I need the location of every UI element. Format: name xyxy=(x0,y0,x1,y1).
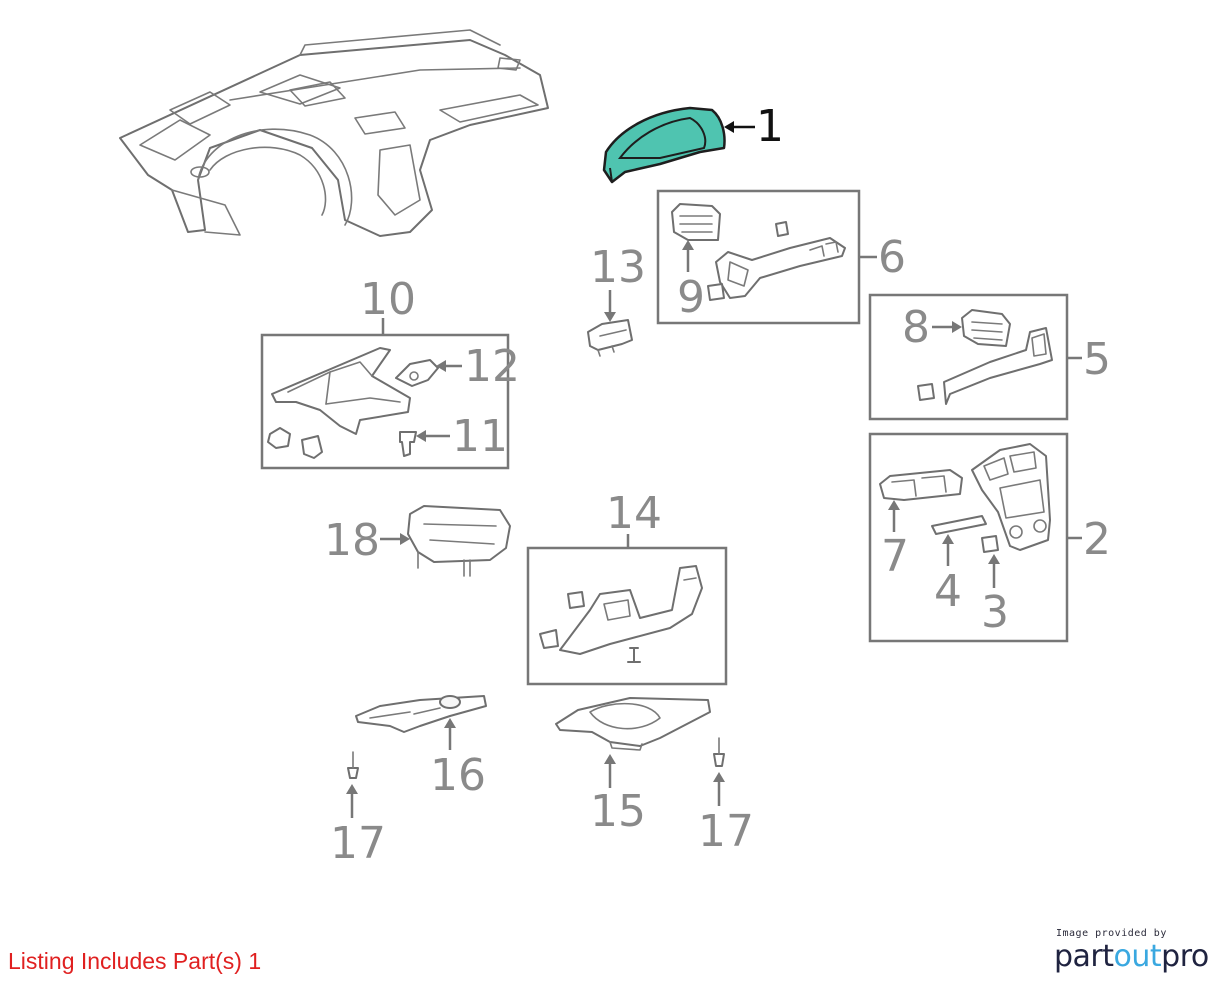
part-3[interactable] xyxy=(981,535,999,553)
callout-18[interactable]: 18 xyxy=(324,515,380,566)
part-5-trim[interactable] xyxy=(943,327,1053,405)
callout-10[interactable]: 10 xyxy=(360,274,416,325)
image-credit: Image provided by partoutpro xyxy=(1054,928,1214,975)
part-13[interactable] xyxy=(587,319,633,357)
nut xyxy=(267,427,291,449)
arrowhead xyxy=(416,430,426,442)
callout-1[interactable]: 1 xyxy=(756,101,784,152)
callout-8[interactable]: 8 xyxy=(902,302,930,353)
callout-2[interactable]: 2 xyxy=(1083,514,1111,565)
part-2-center-bezel[interactable] xyxy=(971,443,1051,551)
arrowhead xyxy=(942,534,954,544)
clip xyxy=(775,221,789,237)
logo-pro: pro xyxy=(1161,939,1209,974)
clip xyxy=(301,435,323,459)
listing-includes-note: Listing Includes Part(s) 1 xyxy=(8,948,262,974)
part-1-highlighted[interactable] xyxy=(602,106,726,184)
part-15[interactable] xyxy=(555,697,711,751)
part-12[interactable] xyxy=(395,359,439,387)
callout-4[interactable]: 4 xyxy=(934,566,962,617)
partoutpro-logo[interactable]: partoutpro xyxy=(1054,939,1214,975)
part-9[interactable] xyxy=(671,203,721,241)
part-14-knee-panel[interactable] xyxy=(559,565,703,655)
callout-17b[interactable]: 17 xyxy=(698,806,754,857)
callout-13[interactable]: 13 xyxy=(590,242,646,293)
part-17-right[interactable] xyxy=(713,737,725,767)
credit-caption: Image provided by xyxy=(1056,928,1167,939)
callout-9[interactable]: 9 xyxy=(677,272,705,323)
clip xyxy=(707,283,725,301)
callout-6[interactable]: 6 xyxy=(878,232,906,283)
arrowhead xyxy=(604,312,616,322)
clip xyxy=(539,629,559,649)
screw xyxy=(627,647,641,663)
arrowhead xyxy=(604,754,616,764)
callout-16[interactable]: 16 xyxy=(430,750,486,801)
arrowhead xyxy=(400,533,410,545)
callout-15[interactable]: 15 xyxy=(590,786,646,837)
arrowhead xyxy=(724,121,734,133)
part-7[interactable] xyxy=(879,469,963,501)
arrowhead xyxy=(436,360,446,372)
callout-7[interactable]: 7 xyxy=(881,531,909,582)
clip xyxy=(917,383,935,401)
clip xyxy=(567,591,585,609)
callout-17a[interactable]: 17 xyxy=(330,818,386,869)
logo-part: part xyxy=(1054,939,1114,974)
dashboard-assembly xyxy=(119,29,549,237)
logo-out: out xyxy=(1113,939,1162,974)
callout-5[interactable]: 5 xyxy=(1083,334,1111,385)
part-11[interactable] xyxy=(399,431,417,457)
part-16[interactable] xyxy=(355,695,487,733)
arrowhead xyxy=(988,554,1000,564)
arrowhead xyxy=(888,500,900,510)
part-4[interactable] xyxy=(931,515,987,535)
part-6-trim[interactable] xyxy=(715,237,846,299)
arrowhead xyxy=(444,718,456,728)
part-17-left[interactable] xyxy=(347,751,359,779)
part-8[interactable] xyxy=(961,309,1011,347)
callout-14[interactable]: 14 xyxy=(606,488,662,539)
arrowhead xyxy=(713,772,725,782)
part-10-lower-panel[interactable] xyxy=(271,347,411,435)
callout-11[interactable]: 11 xyxy=(452,411,508,462)
group-box-10 xyxy=(260,333,510,470)
arrowhead xyxy=(952,321,962,333)
group-box-14 xyxy=(526,546,728,686)
callout-3[interactable]: 3 xyxy=(981,587,1009,638)
callout-12[interactable]: 12 xyxy=(464,341,520,392)
arrowhead xyxy=(682,240,694,250)
arrowhead xyxy=(346,784,358,794)
part-18[interactable] xyxy=(407,505,511,577)
